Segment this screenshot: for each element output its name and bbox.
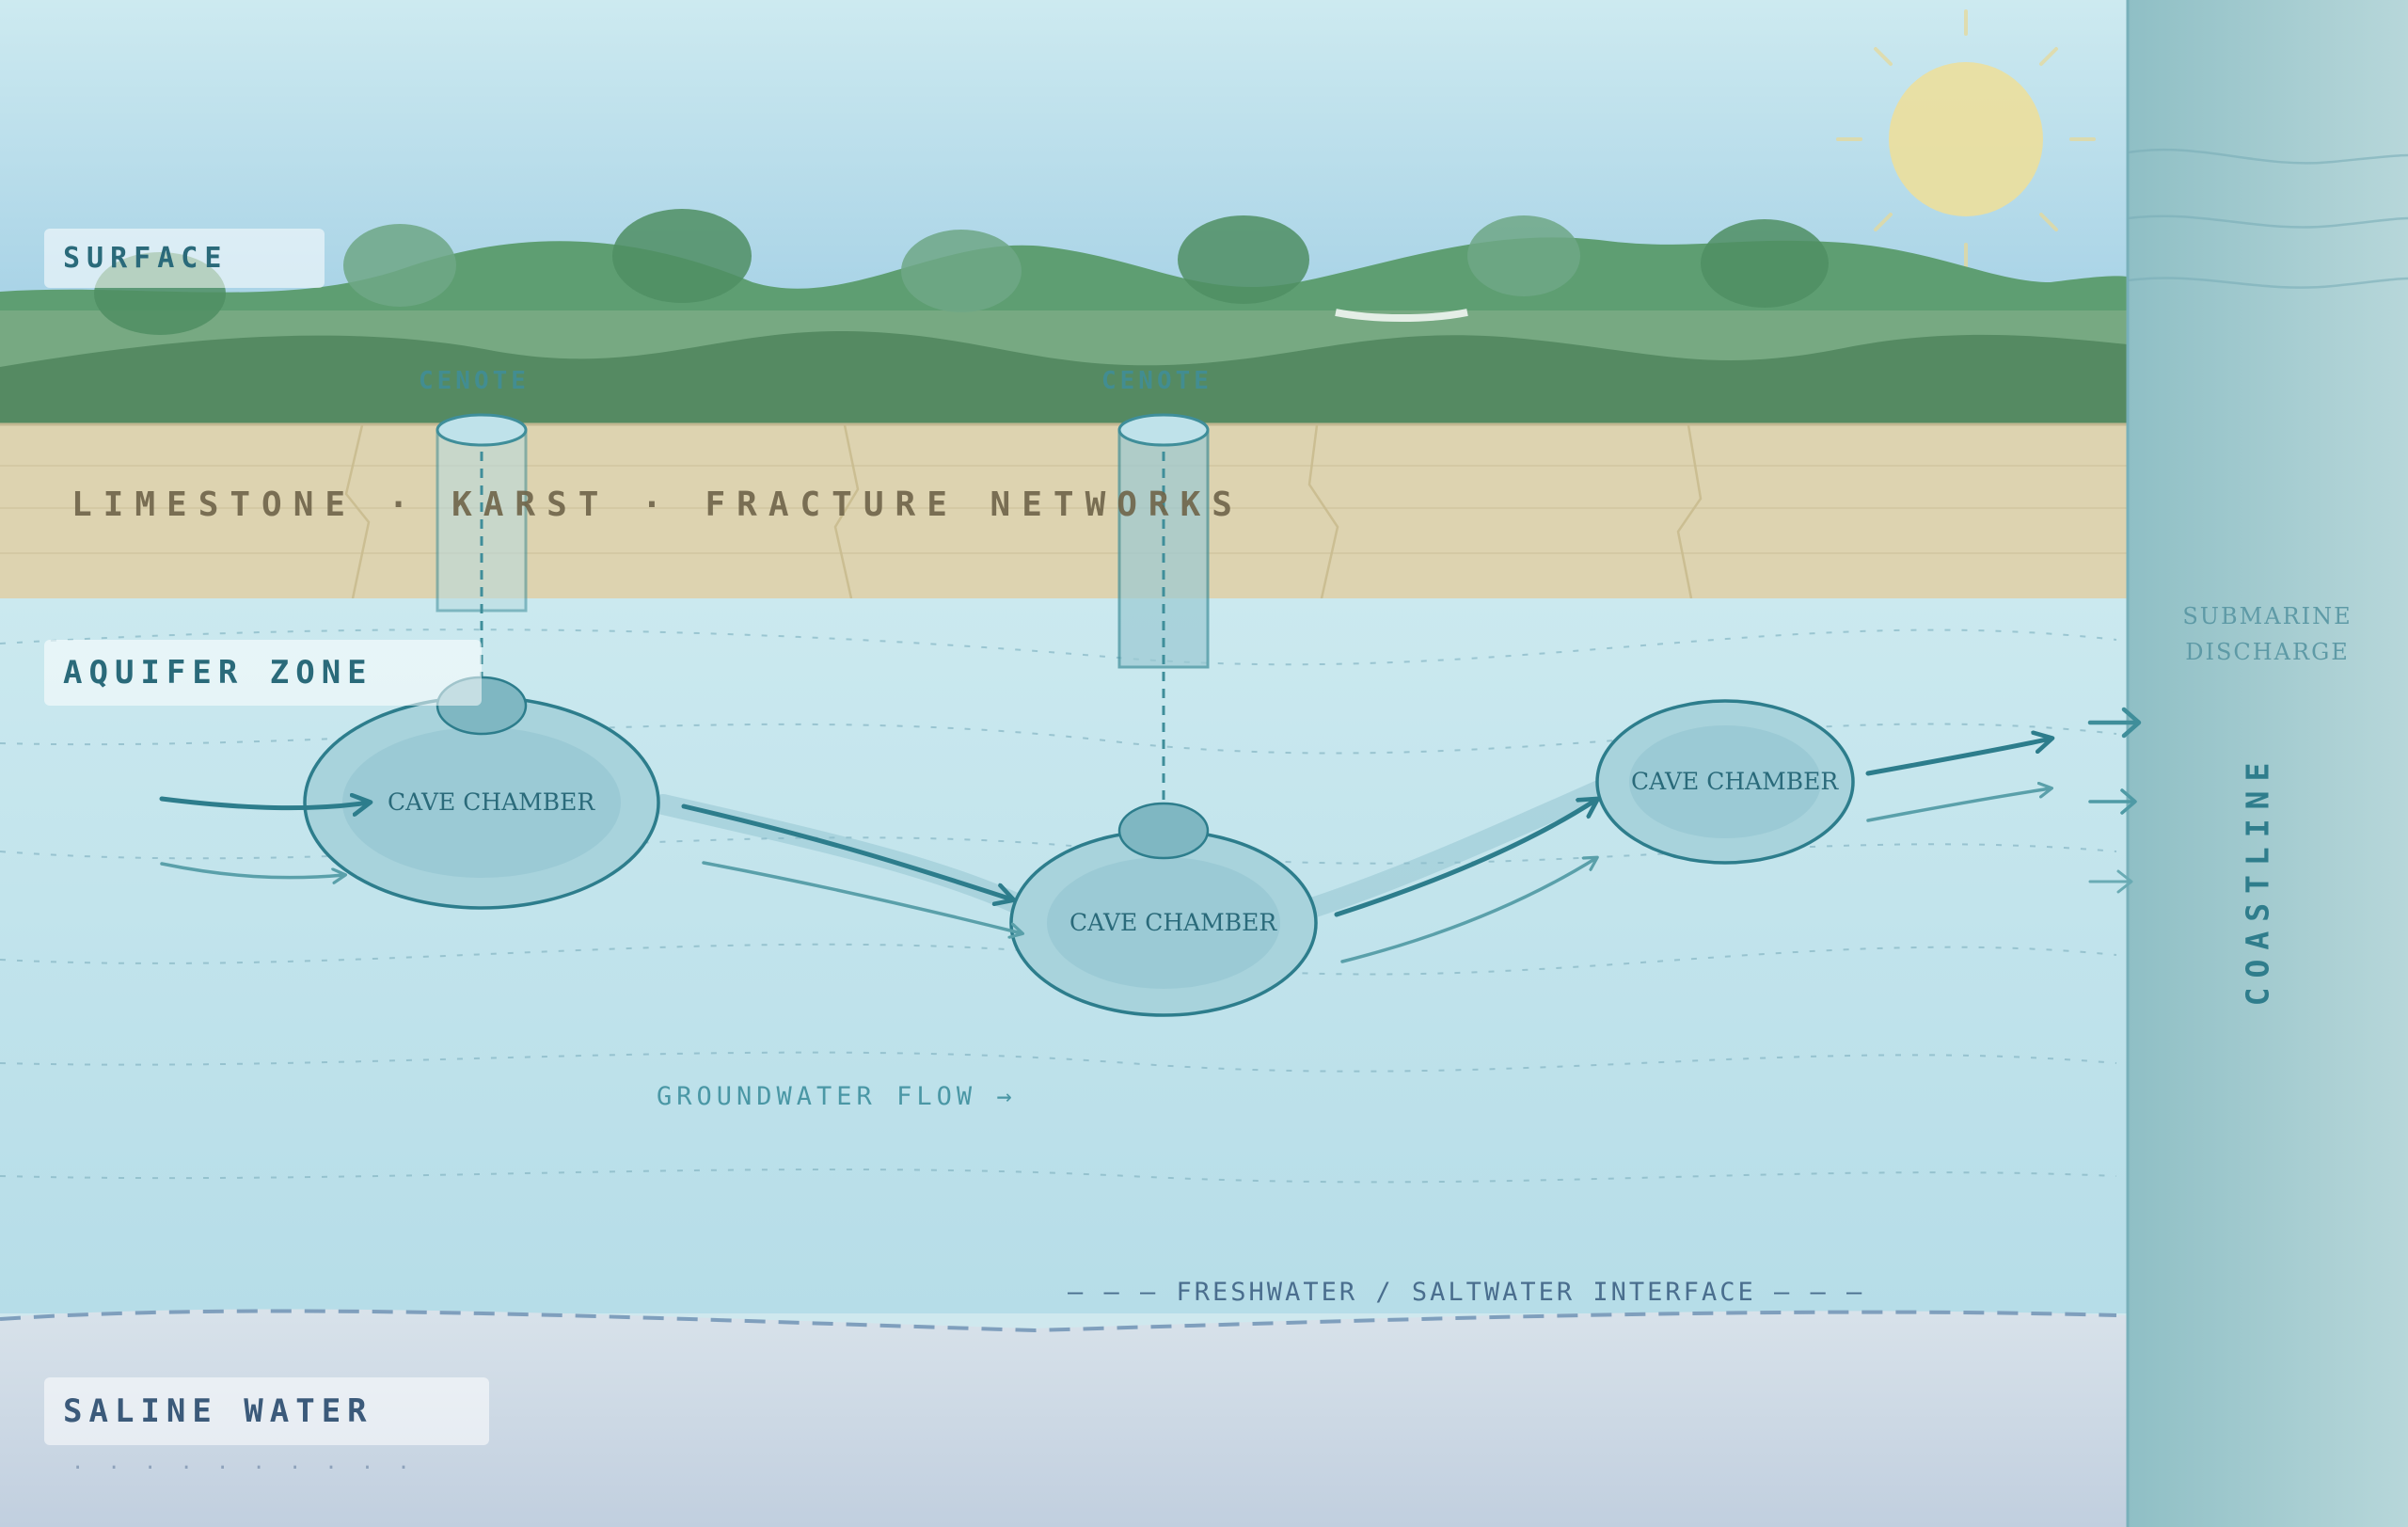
hill-near <box>0 330 2128 423</box>
arrow-right-icon <box>2087 707 2142 894</box>
saline-water-label: SALINE WATER <box>44 1377 489 1445</box>
freshwater-saltwater-interface <box>0 1309 2117 1333</box>
interface-label: — — — FRESHWATER / SALTWATER INTERFACE —… <box>1068 1278 1865 1307</box>
saline-layer <box>0 1309 2128 1527</box>
cenote-shaft-1 <box>436 413 528 702</box>
flow-arrow-1-2-light <box>702 861 1022 933</box>
inflow-arrow-light <box>160 862 344 878</box>
coastline-label: COASTLINE <box>2239 753 2276 1007</box>
outflow-arrow <box>1865 739 2051 776</box>
sun-icon <box>1836 9 2096 269</box>
saline-water-label-text: SALINE WATER <box>63 1392 373 1430</box>
cave-chamber-label-3: CAVE CHAMBER <box>1631 768 1839 795</box>
cenote-label-1: CENOTE <box>419 367 530 395</box>
cave-chamber-3 <box>1595 699 1855 865</box>
fracture-lines <box>344 424 1703 599</box>
surface-label-text: SURFACE <box>63 242 229 275</box>
submarine-label-line-1: SUBMARINE <box>2182 603 2353 629</box>
aquifer-zone-label-text: AQUIFER ZONE <box>63 654 373 692</box>
saline-dots: · · · · · · · · · · <box>71 1456 416 1480</box>
cenote-label-2: CENOTE <box>1101 367 1212 395</box>
limestone-label: LIMESTONE · KARST · FRACTURE NETWORKS <box>71 485 1244 524</box>
limestone-strata <box>0 465 2128 554</box>
cave-chamber-2 <box>1009 802 1318 1017</box>
horizon-glint <box>1335 309 1468 322</box>
cave-chamber-1 <box>303 676 660 910</box>
submarine-discharge-label: SUBMARINE DISCHARGE <box>2180 598 2354 670</box>
coast-waves <box>2127 148 2408 289</box>
aquifer-zone-label: AQUIFER ZONE <box>44 640 482 706</box>
groundwater-flow-label: GROUNDWATER FLOW → <box>657 1082 1017 1111</box>
flow-arrow-2-3-light <box>1340 858 1596 963</box>
submarine-label-line-2: DISCHARGE <box>2185 639 2350 665</box>
outflow-arrow-light <box>1866 788 2051 822</box>
inflow-arrow <box>159 799 369 808</box>
cave-chamber-label-2: CAVE CHAMBER <box>1069 909 1277 936</box>
groundwater-flow-arrows <box>159 739 2051 963</box>
flow-arrow-1-2 <box>681 803 1012 899</box>
cenote-shaft-2 <box>1117 413 1210 830</box>
cave-chamber-label-1: CAVE CHAMBER <box>388 788 595 816</box>
coastline-column <box>2128 0 2408 1527</box>
flow-arrow-2-3 <box>1334 800 1596 917</box>
surface-label: SURFACE <box>44 229 325 288</box>
